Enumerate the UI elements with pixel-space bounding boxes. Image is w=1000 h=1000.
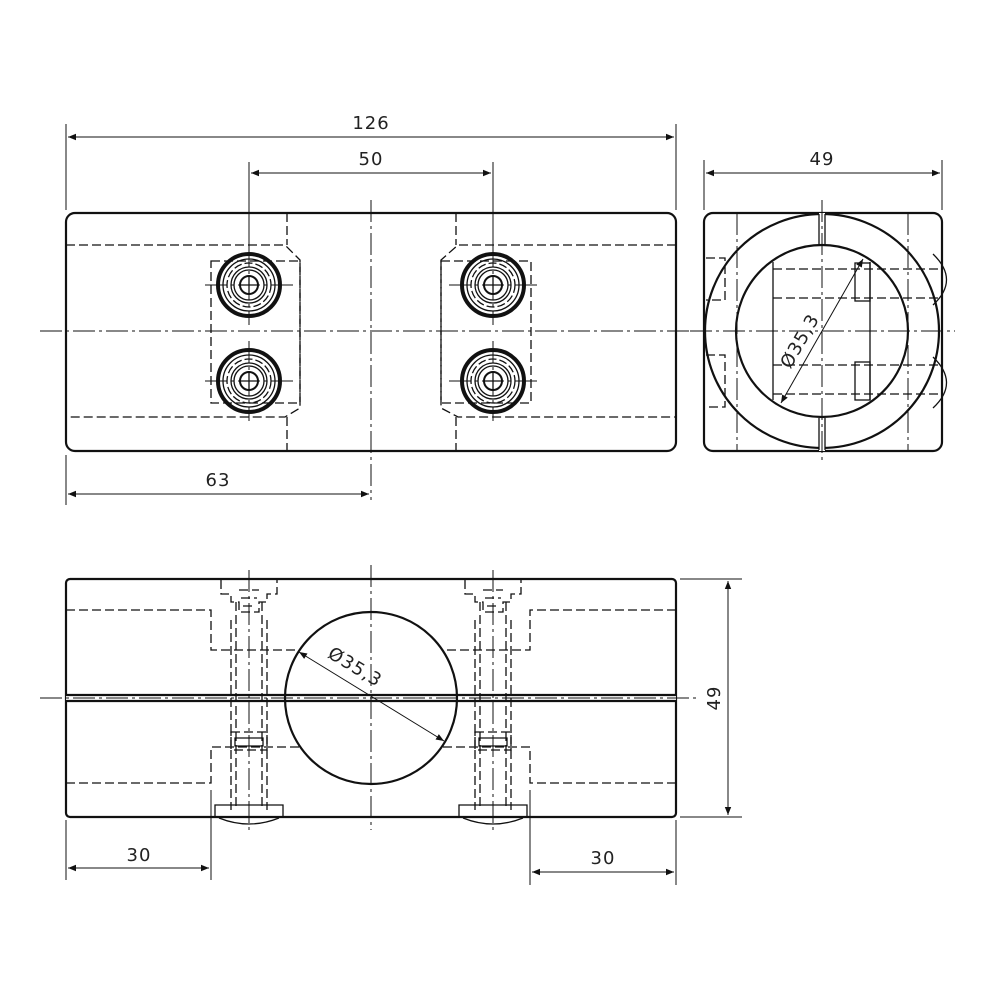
dimension-height: 49 xyxy=(704,686,725,711)
dimension-bolt-spacing: 50 xyxy=(359,149,384,170)
dimension-half-length: 63 xyxy=(206,470,231,491)
bolt-head-icon xyxy=(447,243,539,327)
dimension-side-width: 49 xyxy=(810,149,835,170)
dimension-overall-length: 126 xyxy=(352,113,389,134)
dimension-bore-side: Ø35,3 xyxy=(776,310,824,372)
bolt-head-icon xyxy=(203,339,295,423)
front-view: Ø35,3 49 30 30 xyxy=(40,565,742,885)
dimension-right-offset: 30 xyxy=(591,848,616,869)
dimension-left-offset: 30 xyxy=(127,845,152,866)
top-view: 126 50 63 xyxy=(40,113,700,505)
dimension-bore-front: Ø35,3 xyxy=(324,643,386,692)
bolt-head-icon xyxy=(203,243,295,327)
bolt-head-icon xyxy=(447,339,539,423)
side-view: Ø35,3 49 xyxy=(690,149,955,462)
